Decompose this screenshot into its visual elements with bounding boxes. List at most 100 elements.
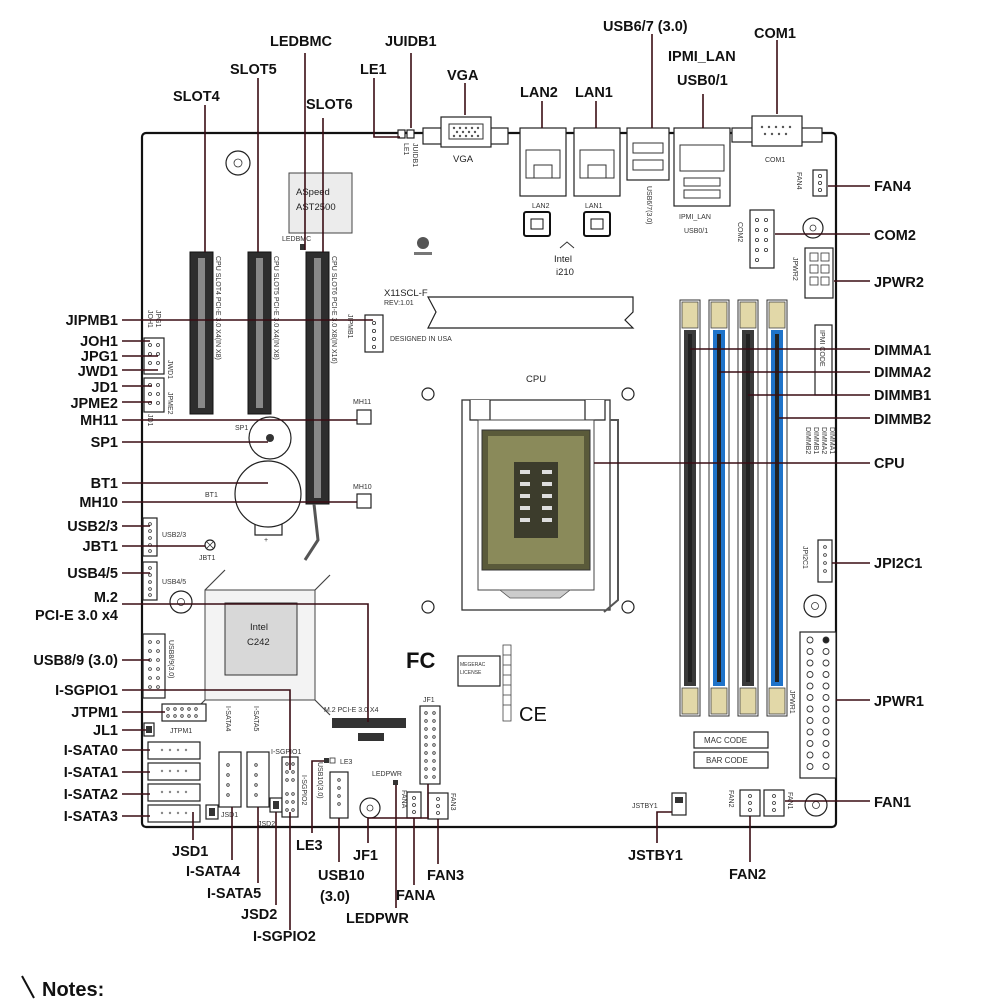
- mounting-hole-bottom-right: [804, 793, 828, 817]
- m2-slot: M.2 PCI-E 3.0 X4: [324, 707, 406, 741]
- callout-jpg1: JPG1: [81, 349, 118, 365]
- callout-jpwr1: JPWR1: [874, 694, 924, 710]
- jpwr1-pin: [806, 717, 814, 724]
- callout-usb10: USB10: [318, 868, 365, 884]
- ledpwr-led: LEDPWR: [372, 771, 402, 785]
- callout-jbt1: JBT1: [83, 539, 118, 555]
- callout-jpi2c1: JPI2C1: [874, 556, 922, 572]
- callout-usb45: USB4/5: [67, 566, 118, 582]
- jpwr1-pin: [806, 636, 814, 644]
- callout-usb01: USB0/1: [677, 73, 728, 89]
- callout-cpu: CPU: [874, 456, 905, 472]
- jpwr1-pin: [806, 751, 814, 759]
- callout-isata0: I-SATA0: [64, 743, 118, 759]
- jpwr2-board-label: JPWR2: [791, 257, 798, 281]
- callout-isgpio1: I-SGPIO1: [55, 683, 118, 699]
- lan2-port: LAN2: [519, 127, 567, 237]
- callout-le1: LE1: [360, 62, 387, 78]
- jpwr2-connector: JPWR2: [791, 247, 834, 299]
- callout-bt1: BT1: [91, 476, 118, 492]
- callout-isata5: I-SATA5: [207, 886, 261, 902]
- jbt1-jumper: JBT1: [199, 539, 216, 562]
- jpi2c1-header: JPI2C1: [801, 539, 833, 583]
- callouts-left: JIPMB1 JOH1 JPG1 JWD1 JD1 JPME2 MH11 SP1…: [33, 313, 118, 825]
- cpu-socket: CPU: [421, 374, 635, 614]
- isata4-port: I-SATA4: [218, 706, 242, 808]
- megarac-line2: LICENSE: [460, 670, 482, 676]
- dimma2-board-label: DIMMA2: [820, 427, 827, 454]
- callout-jwd1: JWD1: [78, 364, 118, 380]
- le3-board-label: LE3: [340, 759, 353, 766]
- usb01-board-label: USB0/1: [684, 228, 708, 235]
- callout-dimma1: DIMMA1: [874, 343, 931, 359]
- pcie-slot6: CPU SLOT6 PCI-E 3.0 X8(IN X16): [303, 251, 337, 561]
- megarac-license-sticker: MEGERAC LICENSE: [457, 655, 501, 687]
- callout-jl1: JL1: [93, 723, 118, 739]
- mounting-hole-top-left: [225, 150, 251, 176]
- jpwr1-pin: [806, 682, 814, 690]
- leader-lines: [122, 34, 870, 930]
- dimm-side-labels: DIMMB2 DIMMB1 DIMMA2 DIMMA1: [804, 427, 835, 454]
- jsd1-board-label: JSD1: [221, 812, 238, 819]
- callout-jpme2: JPME2: [70, 396, 118, 412]
- usb67-port: USB6/7(3.0): [626, 127, 670, 225]
- pcie-slot5: CPU SLOT5 PCI-E 3.0 X4(IN X8): [247, 251, 279, 415]
- mounting-hole-mid-left: [169, 590, 193, 614]
- jpwr1-pin: [806, 694, 814, 701]
- callout-jstby1: JSTBY1: [628, 848, 683, 864]
- callout-ledbmc: LEDBMC: [270, 34, 333, 50]
- intel-i210-chip-label: Intel i210: [554, 241, 575, 278]
- ipmi-code-sticker: IPMI CODE: [814, 324, 833, 396]
- lan1-board-label: LAN1: [585, 203, 603, 210]
- callout-dimmb1: DIMMB1: [874, 388, 931, 404]
- com1-board-label: COM1: [765, 157, 785, 164]
- pch-chip-brand: Intel: [250, 622, 268, 633]
- m2-top-slot-outline: [427, 296, 635, 329]
- jwd1-board-label: JWD1: [166, 360, 173, 379]
- usb10-port: USB10(3.0): [316, 762, 349, 819]
- ce-text: CE: [519, 704, 547, 726]
- ce-mark: CE: [519, 704, 547, 726]
- jpwr1-pin: [806, 763, 814, 770]
- jsd1-header: JSD1: [205, 804, 238, 820]
- callout-usb23: USB2/3: [67, 519, 118, 535]
- mh11-board-label: MH11: [353, 399, 371, 406]
- jstby1-header: JSTBY1: [632, 792, 687, 816]
- board-revision-label: REV:1.01: [384, 300, 414, 307]
- isata5-port: I-SATA5: [246, 706, 270, 808]
- usb45-board-label: USB4/5: [162, 579, 186, 586]
- callout-vga: VGA: [447, 68, 479, 84]
- le3-led: LE3: [324, 757, 353, 766]
- jbt1-board-label: JBT1: [199, 555, 215, 562]
- jpi2c1-board-label: JPI2C1: [801, 546, 808, 569]
- fan4-board-label: FAN4: [795, 172, 802, 190]
- cpu-board-label: CPU: [526, 374, 546, 385]
- callout-isgpio2: I-SGPIO2: [253, 929, 316, 945]
- callout-com2: COM2: [874, 228, 916, 244]
- dimma1-slot: [679, 299, 701, 717]
- notes-section: Notes:: [21, 975, 104, 1000]
- com1-connector: COM1: [731, 115, 823, 164]
- jtpm1-header: JTPM1: [161, 703, 207, 735]
- lan-chip-model: i210: [556, 267, 574, 278]
- callout-joh1: JOH1: [80, 334, 118, 350]
- svg-text:+: +: [264, 537, 268, 544]
- vga-board-label: VGA: [453, 154, 474, 165]
- callout-slot6: SLOT6: [306, 97, 353, 113]
- bar-code-label: BAR CODE: [706, 756, 748, 765]
- callout-jtpm1: JTPM1: [71, 705, 118, 721]
- le1-led: LE1 JUIDB1: [397, 129, 418, 167]
- aspeed-bmc-chip: ASpeed AST2500: [288, 172, 353, 234]
- lan1-port: LAN1: [573, 127, 621, 237]
- isata4-board-label: I-SATA4: [224, 706, 231, 732]
- isata5-board-label: I-SATA5: [252, 706, 259, 732]
- callout-jsd2: JSD2: [241, 907, 277, 923]
- callout-jipmb1: JIPMB1: [66, 313, 118, 329]
- jpwr1-pin: [822, 740, 830, 747]
- mini-barcode-strip: [502, 644, 512, 722]
- dimma1-board-label: DIMMA1: [828, 427, 835, 454]
- m2-board-label: M.2 PCI-E 3.0 X4: [324, 707, 379, 714]
- jpwr1-pin: [822, 671, 830, 678]
- vga-connector: VGA: [422, 116, 509, 165]
